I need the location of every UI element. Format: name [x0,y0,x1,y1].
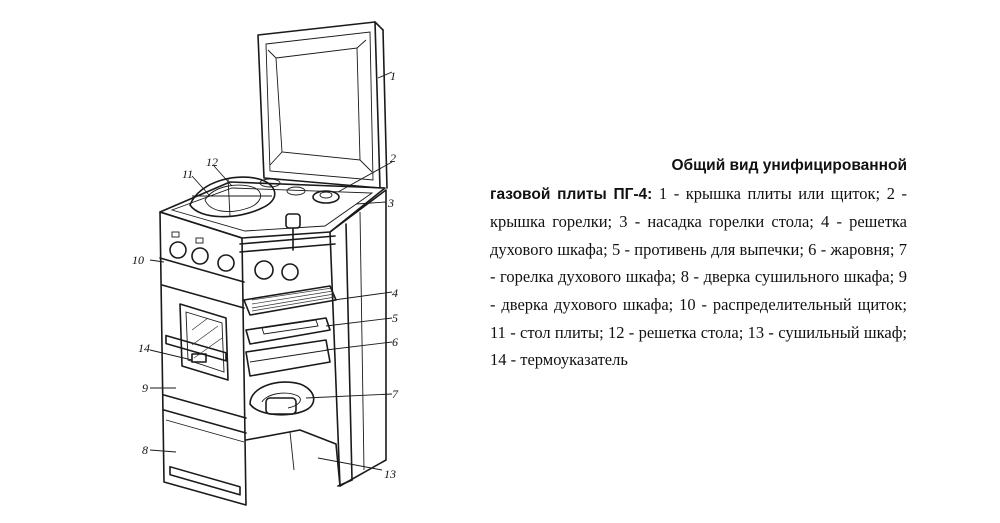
label-14: 14 [138,341,150,355]
label-4: 4 [392,286,398,300]
stove-top [159,176,386,253]
label-3: 3 [387,196,394,210]
label-1: 1 [390,69,396,83]
caption-title-line1: Общий вид унифицированной [671,157,907,174]
caption-title-line2: газовой плиты ПГ-4: [490,185,653,203]
label-2: 2 [390,151,396,165]
stove-interior [243,189,387,487]
gas-stove-drawing: 1 2 3 4 5 6 7 8 9 10 11 12 13 14 [132,21,399,506]
stove-lid [257,21,388,189]
label-10: 10 [132,253,144,267]
label-12: 12 [206,155,218,169]
label-6: 6 [392,335,398,349]
label-13: 13 [384,467,396,481]
leader-lines [149,71,393,471]
label-8: 8 [142,443,148,457]
caption-body: 1 - крышка плиты или щиток; 2 - крышка г… [490,183,908,370]
label-9: 9 [142,381,148,395]
figure-caption: Общий вид унифицированной газовой плиты … [490,152,907,374]
label-5: 5 [392,311,398,325]
part-labels: 1 2 3 4 5 6 7 8 9 10 11 12 13 14 [132,69,399,481]
label-11: 11 [182,167,193,181]
label-7: 7 [392,387,399,401]
stove-body [159,211,299,506]
